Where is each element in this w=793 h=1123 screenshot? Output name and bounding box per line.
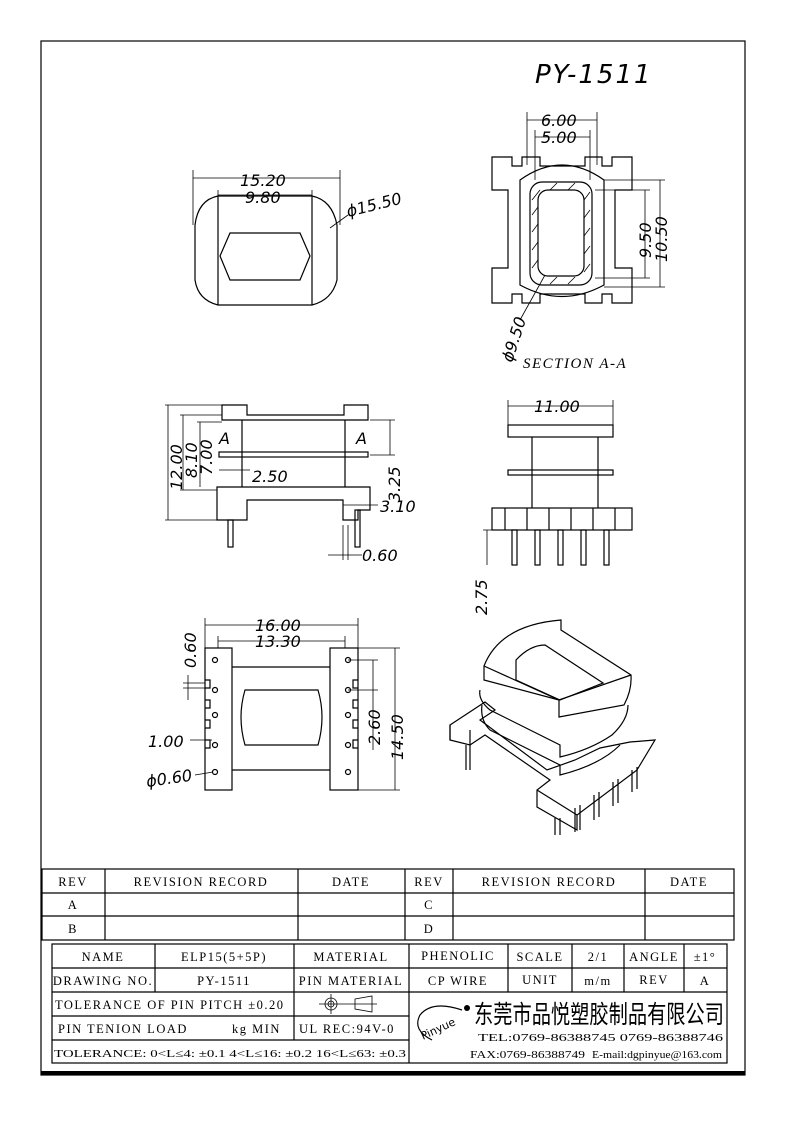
rev-header-2: REV: [414, 875, 444, 889]
ul-rec: UL REC:94V-0: [299, 1022, 395, 1036]
dim-2-75: 2.75: [472, 579, 491, 615]
tolerance: TOLERANCE: 0<L≤4: ±0.1 4<L≤16: ±0.2 16<L…: [54, 1048, 407, 1060]
side-view: 12.00 8.10 7.00 A A 2.50 3.25 3.10 0.60: [165, 404, 416, 565]
revision-record-header-2: REVISION RECORD: [482, 875, 617, 889]
scale-label: SCALE: [516, 950, 563, 964]
pinyue-logo: Pinyue: [417, 1005, 470, 1043]
dim-3-25: 3.25: [385, 466, 404, 502]
rev-c: C: [424, 898, 434, 912]
dim-6-00: 6.00: [541, 111, 577, 130]
pin-material-value: CP WIRE: [428, 974, 488, 988]
name-value: ELP15(5+5P): [181, 950, 267, 964]
unit-label: UNIT: [522, 973, 558, 987]
drawing-no-label: DRAWING NO.: [53, 974, 153, 988]
dim-7-00: 7.00: [197, 439, 216, 475]
dim-3-10: 3.10: [380, 497, 416, 516]
scale-value: 2/1: [588, 950, 608, 964]
drawing-title: PY-1511: [535, 60, 653, 90]
company-fax: FAX:0769-86388749: [470, 1049, 586, 1061]
company-email: E-mail:dgpinyue@163.com: [592, 1049, 722, 1061]
dim-2-60: 2.60: [365, 709, 384, 745]
revision-table: REV REVISION RECORD DATE REV REVISION RE…: [41, 868, 735, 941]
pin-pitch-tolerance: TOLERANCE OF PIN PITCH ±0.20: [55, 998, 285, 1012]
dim-2-50: 2.50: [252, 467, 288, 486]
section-view: 6.00 5.00 9.50 10.50 ϕ9.50 SECTION A-A: [491, 111, 671, 372]
logo-text: Pinyue: [419, 1015, 458, 1042]
angle-label: ANGLE: [629, 950, 679, 964]
revision-record-header-1: REVISION RECORD: [134, 875, 269, 889]
name-label: NAME: [82, 950, 125, 964]
dim-8-10: 8.10: [182, 442, 201, 478]
drawing-no-value: PY-1511: [197, 974, 251, 988]
pin-tension-unit: kg MIN: [232, 1022, 281, 1036]
projection-symbol-icon: [319, 994, 377, 1014]
dim-0-60-slot: 0.60: [181, 632, 200, 668]
rev-b: B: [68, 922, 78, 936]
dim-9-80: 9.80: [245, 188, 281, 207]
dim-diameter-0-60: ϕ0.60: [145, 766, 193, 791]
company-tel: TEL:0769-86388745 0769-86388746: [478, 1032, 724, 1044]
isometric-view: [449, 619, 657, 835]
dim-10-50: 10.50: [652, 216, 671, 262]
front-view: 11.00 2.75: [472, 397, 633, 615]
dim-diameter-15-50: ϕ15.50: [344, 189, 403, 221]
top-view: 15.20 9.80 ϕ15.50: [192, 170, 404, 306]
dim-1-00: 1.00: [148, 732, 184, 751]
dim-12-00: 12.00: [167, 444, 186, 490]
rev-d: D: [424, 922, 435, 936]
rev-label: REV: [639, 973, 669, 987]
section-mark-left: A: [218, 429, 230, 448]
section-label: SECTION A-A: [523, 356, 627, 372]
rev-header-1: REV: [58, 875, 88, 889]
date-header-2: DATE: [670, 875, 708, 889]
dim-5-00: 5.00: [541, 128, 577, 147]
bottom-view: 16.00 13.30 0.60 1.00 ϕ0.60 2.60 14.50: [145, 616, 407, 791]
section-mark-right: A: [355, 429, 367, 448]
dim-9-50: 9.50: [636, 222, 655, 258]
material-label: MATERIAL: [313, 950, 388, 964]
dim-13-30: 13.30: [255, 632, 301, 651]
unit-value: m/m: [584, 974, 611, 988]
title-block: NAME ELP15(5+5P) MATERIAL PHENOLIC SCALE…: [51, 943, 728, 1064]
dim-15-20: 15.20: [240, 171, 286, 190]
rev-a: A: [68, 898, 79, 912]
material-value: PHENOLIC: [421, 949, 495, 963]
angle-value: ±1°: [694, 950, 717, 964]
pin-material-label: PIN MATERIAL: [299, 974, 403, 988]
dim-16-00: 16.00: [255, 616, 301, 635]
dim-0-60: 0.60: [362, 546, 398, 565]
date-header-1: DATE: [332, 875, 370, 889]
pin-tension-label: PIN TENION LOAD: [58, 1022, 188, 1036]
dim-14-50: 14.50: [388, 714, 407, 760]
dim-11-00: 11.00: [534, 397, 580, 416]
company-name: 东莞市品悦塑胶制品有限公司: [474, 1000, 724, 1029]
rev-value: A: [700, 974, 711, 988]
